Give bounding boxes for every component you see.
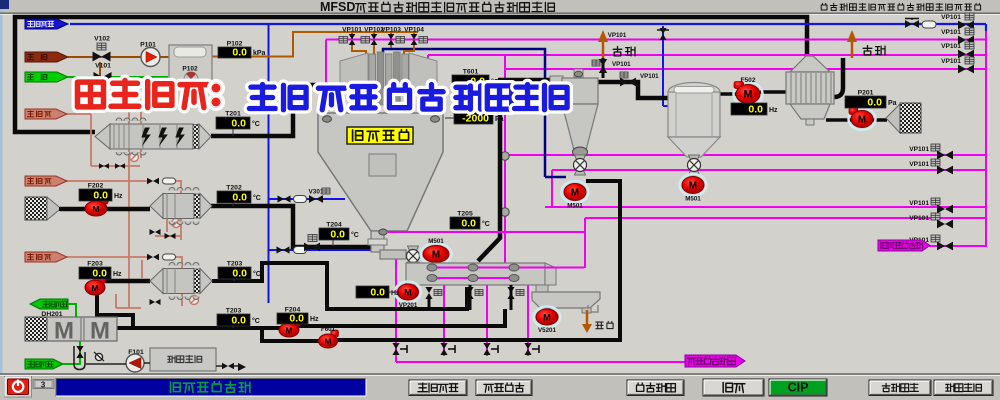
svg-text:Hz: Hz xyxy=(114,193,123,200)
svg-text:VP101: VP101 xyxy=(909,200,929,207)
svg-text:P102: P102 xyxy=(182,66,198,73)
svg-text:T203: T203 xyxy=(227,260,243,267)
svg-text:VP103: VP103 xyxy=(381,27,401,34)
svg-text:VP101: VP101 xyxy=(941,29,961,36)
svg-text:M: M xyxy=(92,204,99,214)
svg-text:Hz: Hz xyxy=(391,290,400,297)
svg-text:M: M xyxy=(286,327,293,336)
svg-text:°C: °C xyxy=(253,270,261,278)
svg-text:F601: F601 xyxy=(321,326,336,333)
svg-text:DH201: DH201 xyxy=(41,311,62,318)
svg-text:Pa: Pa xyxy=(495,116,504,123)
svg-text:M501: M501 xyxy=(567,203,583,210)
svg-text:Hz: Hz xyxy=(310,316,319,323)
svg-text:T201: T201 xyxy=(225,110,241,117)
svg-text:T202: T202 xyxy=(226,184,242,191)
svg-text:°C: °C xyxy=(252,317,260,325)
svg-text:M: M xyxy=(858,115,866,126)
svg-text:VP101: VP101 xyxy=(941,58,961,65)
svg-text:°C: °C xyxy=(253,194,261,202)
svg-text:0.0: 0.0 xyxy=(231,315,246,327)
svg-text:V102: V102 xyxy=(94,36,110,43)
svg-text:3: 3 xyxy=(41,381,46,390)
svg-text:VP101: VP101 xyxy=(909,146,929,153)
svg-text:M: M xyxy=(689,181,697,192)
svg-text:T205: T205 xyxy=(457,210,473,217)
svg-text:M: M xyxy=(571,188,579,199)
svg-text:P101: P101 xyxy=(140,42,156,49)
svg-text:0.0: 0.0 xyxy=(461,218,476,230)
svg-text:F203: F203 xyxy=(87,260,103,267)
svg-text:0.0: 0.0 xyxy=(867,97,882,109)
svg-text:0.0: 0.0 xyxy=(330,229,345,241)
svg-text:M: M xyxy=(91,283,98,293)
svg-text:VP101: VP101 xyxy=(941,14,961,21)
svg-text:0.0: 0.0 xyxy=(231,118,246,130)
svg-text:F204: F204 xyxy=(285,306,301,313)
svg-text:0.0: 0.0 xyxy=(232,268,247,280)
svg-text:M501: M501 xyxy=(685,196,701,203)
svg-text:MFSD: MFSD xyxy=(320,0,355,14)
svg-text:VP101: VP101 xyxy=(909,215,929,222)
svg-text:CIP: CIP xyxy=(788,381,809,395)
svg-text:M: M xyxy=(743,89,752,101)
svg-text:0.0: 0.0 xyxy=(748,104,763,116)
svg-text:F502: F502 xyxy=(740,77,755,84)
svg-text:M: M xyxy=(54,318,74,345)
svg-text:Hz: Hz xyxy=(769,107,778,114)
svg-text:M: M xyxy=(325,338,332,347)
svg-text:VP101: VP101 xyxy=(909,161,929,168)
svg-text:VP102: VP102 xyxy=(364,27,384,34)
svg-text:VP201: VP201 xyxy=(399,302,418,309)
svg-text:0.0: 0.0 xyxy=(232,192,247,204)
svg-text:F101: F101 xyxy=(128,349,144,356)
svg-text:P201: P201 xyxy=(858,89,874,96)
svg-text:VP101: VP101 xyxy=(612,61,631,68)
svg-text:°C: °C xyxy=(351,231,359,239)
svg-text:Hz: Hz xyxy=(113,271,122,278)
svg-text:V5201: V5201 xyxy=(538,327,556,334)
svg-text:VP101: VP101 xyxy=(342,27,362,34)
svg-text:M: M xyxy=(543,313,551,323)
svg-text:T204: T204 xyxy=(326,221,342,228)
svg-text:V301: V301 xyxy=(309,189,324,196)
svg-text:kPa: kPa xyxy=(253,50,266,57)
svg-text:Pa: Pa xyxy=(888,100,897,107)
svg-text:0.0: 0.0 xyxy=(93,190,108,202)
svg-text:VP101: VP101 xyxy=(941,43,961,50)
svg-text:T601: T601 xyxy=(463,68,479,75)
svg-text:°C: °C xyxy=(482,220,490,228)
svg-text:T203: T203 xyxy=(226,307,242,314)
svg-text:VP101: VP101 xyxy=(608,32,627,39)
svg-text:VP101: VP101 xyxy=(640,73,659,80)
svg-text:P102: P102 xyxy=(227,40,243,47)
svg-text:0.0: 0.0 xyxy=(92,268,107,280)
svg-text:0.0: 0.0 xyxy=(289,313,304,325)
svg-text:M501: M501 xyxy=(428,238,444,245)
svg-text:V101: V101 xyxy=(95,63,111,70)
svg-text:M: M xyxy=(432,250,440,261)
svg-text:M: M xyxy=(404,288,412,298)
svg-text:F202: F202 xyxy=(88,182,104,189)
svg-text:VP104: VP104 xyxy=(404,27,424,34)
svg-text:-2000: -2000 xyxy=(462,113,489,125)
svg-text:0.0: 0.0 xyxy=(232,47,247,59)
svg-text:0.0: 0.0 xyxy=(370,287,385,299)
svg-text:°C: °C xyxy=(252,120,260,128)
svg-text:M: M xyxy=(90,318,110,345)
